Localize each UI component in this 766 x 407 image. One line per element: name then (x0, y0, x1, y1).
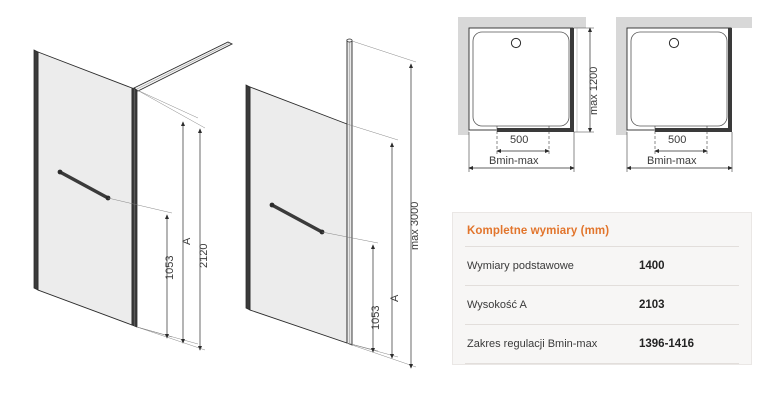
glass-panel-plan-right (655, 128, 731, 132)
iso-left-drawing (33, 41, 234, 351)
table-row: Wymiary podstawowe 1400 (465, 246, 739, 285)
dimension-label-500-left-plan: 500 (510, 134, 529, 146)
glass-panel-left (37, 51, 133, 326)
dimension-label-A-left: A (181, 237, 193, 245)
left-profile-left-panel (33, 49, 39, 291)
spec-label: Wymiary podstawowe (467, 260, 574, 272)
iso-right-drawing (245, 38, 417, 369)
side-panel-plan-left (570, 28, 574, 132)
dimension-label-1053-left: 1053 (164, 255, 176, 280)
wall-top-left-plan (458, 17, 586, 28)
wall-top-right-plan (616, 17, 752, 28)
drain-icon-right (668, 37, 680, 49)
spec-value: 1396-1416 (639, 338, 694, 350)
table-row: Wysokość A 2103 (465, 285, 739, 324)
wall-side-right-plan (616, 17, 627, 135)
dimension-label-2120-left: 2120 (198, 243, 210, 268)
shower-tray-inner-left (472, 31, 570, 127)
plan-right-drawing (616, 17, 752, 172)
dimension-label-bminmax-right-plan: Bmin-max (647, 155, 697, 167)
spec-label: Wysokość A (467, 299, 527, 311)
dimension-label-1053-right: 1053 (370, 305, 382, 330)
table-row: Zakres regulacji Bmin-max 1396-1416 (465, 324, 739, 364)
spec-value: 2103 (639, 299, 665, 311)
left-profile-right-panel (245, 84, 251, 311)
dimension-label-bminmax-left-plan: Bmin-max (489, 155, 539, 167)
wall-side-left-plan (458, 17, 469, 135)
dimension-label-max1200: max 1200 (588, 66, 600, 115)
specifications-title: Kompletne wymiary (mm) (467, 225, 610, 237)
glass-panel-right (249, 86, 348, 344)
side-panel-plan-right (728, 28, 732, 132)
drain-icon-left (510, 37, 522, 49)
shower-tray-inner-right (630, 31, 728, 127)
glass-panel-plan-left (497, 128, 573, 132)
dimension-label-max3000: max 3000 (409, 201, 421, 250)
spec-label: Zakres regulacji Bmin-max (467, 338, 598, 350)
dimension-label-A-right: A (389, 294, 401, 302)
plan-left-drawing (458, 17, 594, 172)
specifications-table: Kompletne wymiary (mm) Wymiary podstawow… (452, 212, 752, 365)
spec-value: 1400 (639, 260, 665, 272)
dimension-label-500-right-plan: 500 (668, 134, 687, 146)
